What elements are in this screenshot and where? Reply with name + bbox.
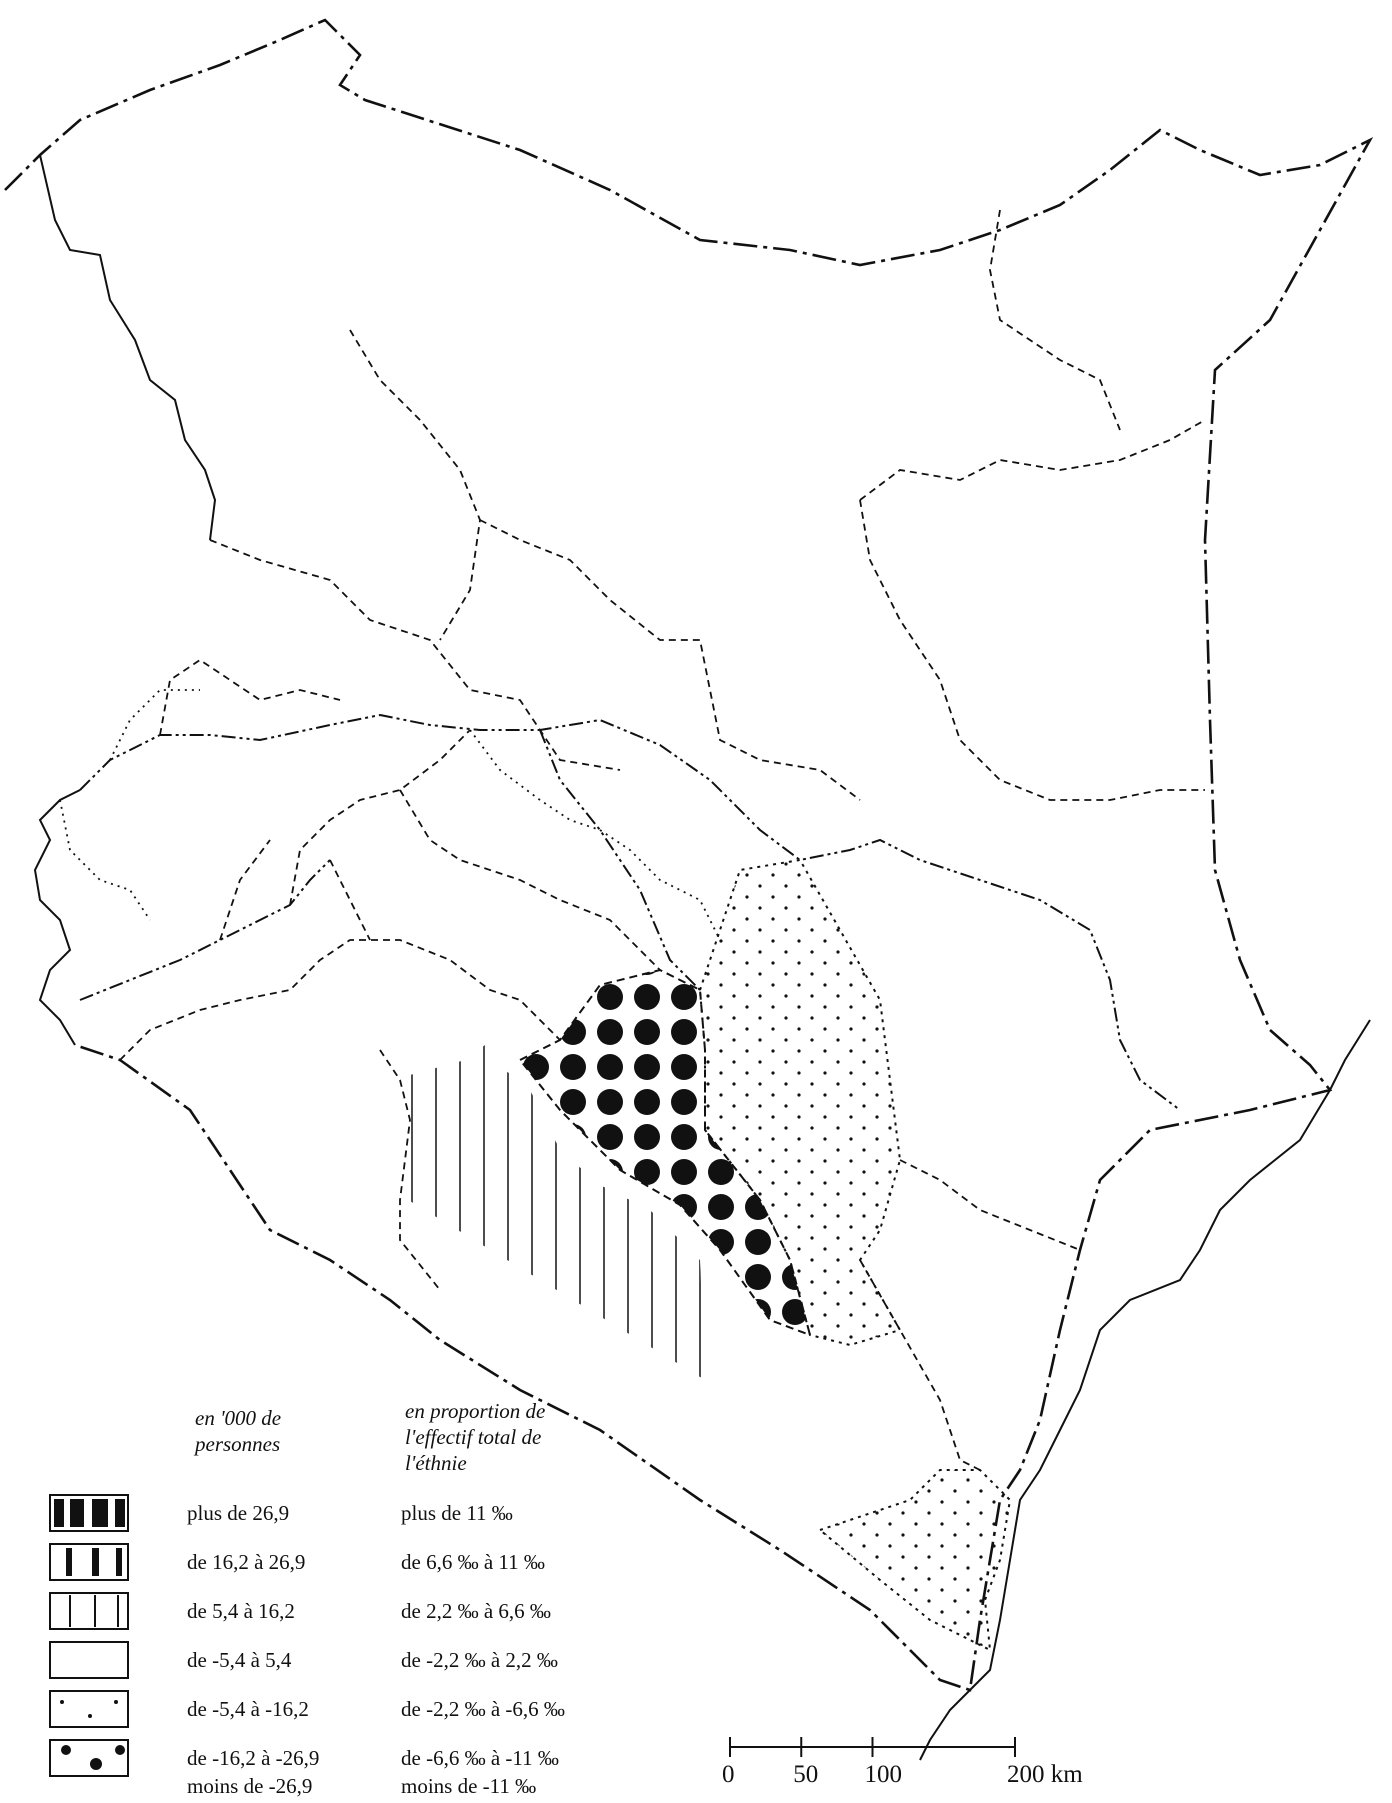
legend-rel-value: de -2,2 ‰ à 2,2 ‰: [401, 1648, 558, 1672]
legend-header-line: l'éthnie: [405, 1451, 467, 1475]
legend-rel-value: de 6,6 ‰ à 11 ‰: [401, 1550, 545, 1574]
swatch-heavy-bars: [49, 1494, 129, 1532]
sub-boundaries: [59, 689, 721, 941]
scale-tick-label: 0: [722, 1761, 735, 1788]
swatch-thin-lines: [49, 1592, 129, 1630]
legend-abs-value: de -5,4 à 5,4: [187, 1648, 292, 1672]
district-thin-lines: [400, 1045, 705, 1380]
legend-row: de -16,2 à -26,9 de -6,6 ‰ à -11 ‰: [0, 1740, 700, 1780]
scale-bar: [729, 1737, 1016, 1757]
legend-rel-value: de 2,2 ‰ à 6,6 ‰: [401, 1599, 551, 1623]
legend-abs-value: de 16,2 à 26,9: [187, 1550, 306, 1574]
province-boundary: [79, 713, 1181, 1111]
lake-victoria-shore: [33, 789, 81, 1046]
district-small-dots: [698, 858, 902, 1347]
swatch-medium-dots: [49, 1739, 129, 1777]
swatch-small-dots: [49, 1690, 129, 1728]
legend-header-line: en proportion de: [405, 1399, 546, 1423]
legend-swatches: [49, 1494, 129, 1777]
legend-row: de -5,4 à -16,2 de -2,2 ‰ à -6,6 ‰: [0, 1691, 700, 1731]
legend-abs-value: plus de 26,9: [187, 1501, 290, 1525]
legend-rel-value: plus de 11 ‰: [401, 1501, 513, 1525]
scale-tick-label: 200 km: [1007, 1761, 1083, 1788]
legend-row: de 16,2 à 26,9 de 6,6 ‰ à 11 ‰: [0, 1544, 700, 1584]
legend-abs-value: de -5,4 à -16,2: [187, 1697, 309, 1721]
international-border: [4, 18, 1374, 1692]
legend-header-line: personnes: [195, 1432, 281, 1456]
legend-row: de 5,4 à 16,2 de 2,2 ‰ à 6,6 ‰: [0, 1593, 700, 1633]
lake-turkana-shore: [39, 154, 217, 541]
legend-abs-value: de 5,4 à 16,2: [187, 1599, 295, 1623]
coastline: [919, 1019, 1371, 1761]
scale-tick-label: 50: [793, 1761, 819, 1788]
legend-abs-value: moins de -26,9: [187, 1774, 313, 1798]
swatch-blank: [49, 1641, 129, 1679]
legend-row: plus de 26,9 plus de 11 ‰: [0, 1495, 700, 1535]
legend-row: moins de -26,9 moins de -11 ‰: [0, 1762, 700, 1802]
legend-header-relative: en proportion de l'effectif total de l'é…: [405, 1398, 545, 1476]
legend-header-line: en '000 de: [195, 1406, 282, 1430]
scale-tick-label: 100: [864, 1761, 903, 1788]
legend-header-line: l'effectif total de: [405, 1425, 542, 1449]
district-small-dots-coast: [817, 1469, 1012, 1652]
legend-rel-value: de -6,6 ‰ à -11 ‰: [401, 1746, 559, 1770]
legend-abs-value: de -16,2 à -26,9: [187, 1746, 320, 1770]
province-boundary: [79, 859, 331, 1001]
swatch-medium-bars: [49, 1543, 129, 1581]
district-boundaries: [119, 209, 1206, 1471]
province-boundary: [539, 729, 701, 991]
legend-rel-value: de -2,2 ‰ à -6,6 ‰: [401, 1697, 565, 1721]
legend-row: de -5,4 à 5,4 de -2,2 ‰ à 2,2 ‰: [0, 1642, 700, 1682]
legend-rel-value: moins de -11 ‰: [401, 1774, 537, 1798]
legend-header-absolute: en '000 de personnes: [195, 1405, 281, 1457]
